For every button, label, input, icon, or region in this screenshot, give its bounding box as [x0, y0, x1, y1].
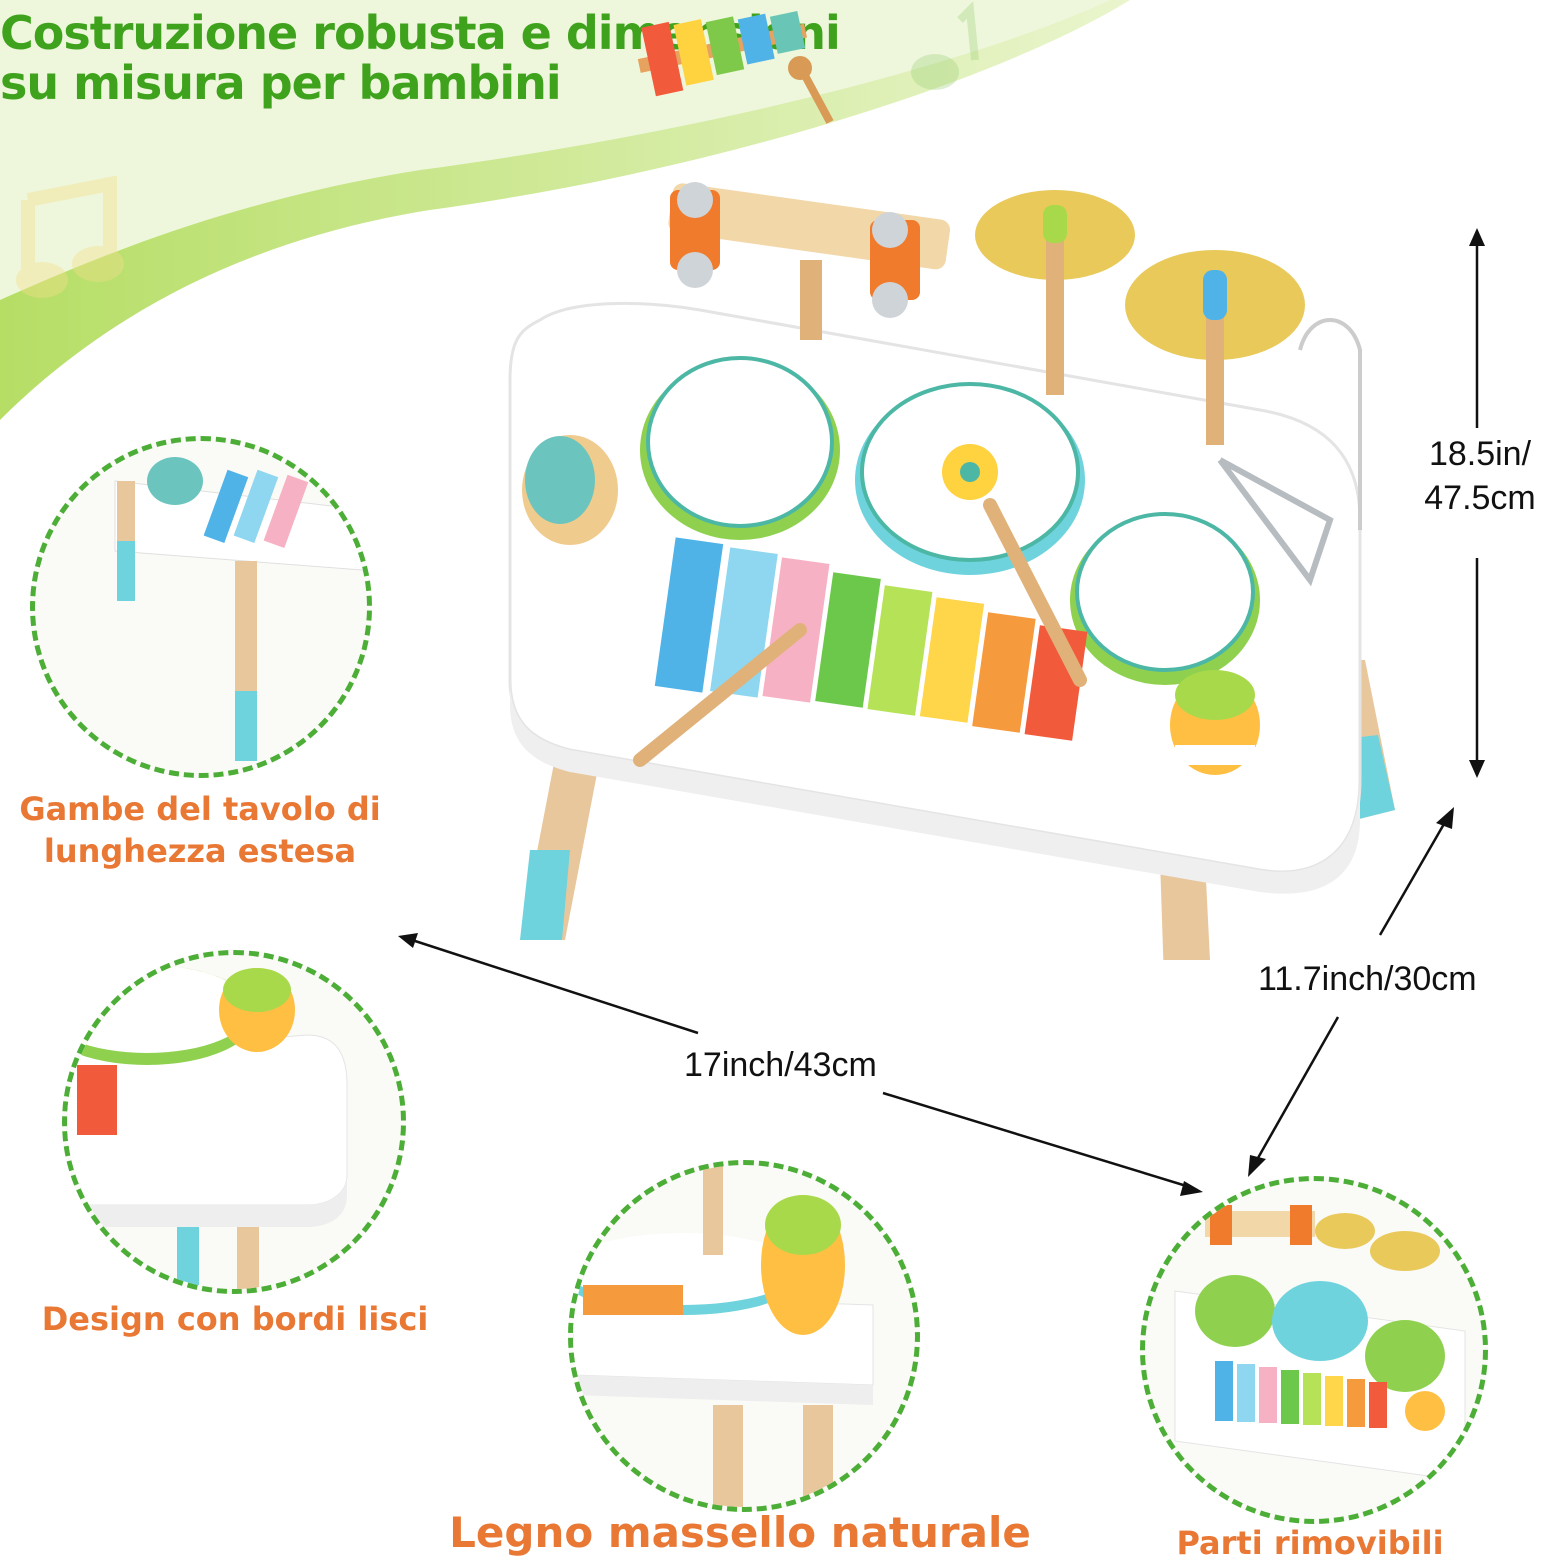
legs-detail-image: [114, 457, 367, 761]
callout-parts: Parti rimovibili: [1176, 1524, 1444, 1562]
parts-detail-image: [1174, 1205, 1466, 1482]
headline: Costruzione robusta e dimensioni su misu…: [0, 8, 841, 110]
detail-circle-legs: [30, 436, 372, 778]
callout-edges: Design con bordi lisci: [41, 1300, 429, 1338]
height-arrow: [1469, 228, 1485, 778]
width-label: 17inch/43cm: [684, 1046, 877, 1084]
jingle-bells: [668, 182, 951, 340]
callout-legs: Gambe del tavolo di lunghezza estesa: [0, 788, 400, 872]
callout-wood: Legno massello naturale: [449, 1508, 1031, 1557]
drums: [640, 356, 1260, 685]
xylophone-decoration: [637, 10, 834, 124]
depth-label: 11.7inch/30cm: [1258, 960, 1477, 998]
maraca: [1170, 670, 1260, 775]
music-table-image: [508, 182, 1395, 960]
double-note-icon: [16, 175, 124, 298]
wood-detail-image: [573, 1165, 874, 1507]
xylophone-bars: [654, 537, 1088, 741]
detail-circle-wood: [568, 1160, 920, 1512]
edges-detail-image: [67, 965, 348, 1289]
cymbals: [975, 190, 1305, 445]
detail-circle-edges: [62, 950, 406, 1294]
depth-arrow: [1248, 807, 1454, 1177]
height-line-2: 47.5cm: [1424, 479, 1536, 517]
detail-circle-parts: [1140, 1176, 1488, 1524]
triangle-instrument: [1217, 318, 1362, 587]
callout-legs-line-2: lunghezza estesa: [43, 832, 357, 870]
music-note-icon: [911, 1, 979, 90]
height-line-1: 18.5in/: [1428, 435, 1532, 473]
height-label: 18.5in/ 47.5cm: [1410, 432, 1550, 520]
callout-legs-line-1: Gambe del tavolo di: [19, 790, 381, 828]
castanet: [522, 435, 618, 545]
width-arrow: [398, 933, 1203, 1196]
headline-line-2: su misura per bambini: [0, 56, 562, 110]
